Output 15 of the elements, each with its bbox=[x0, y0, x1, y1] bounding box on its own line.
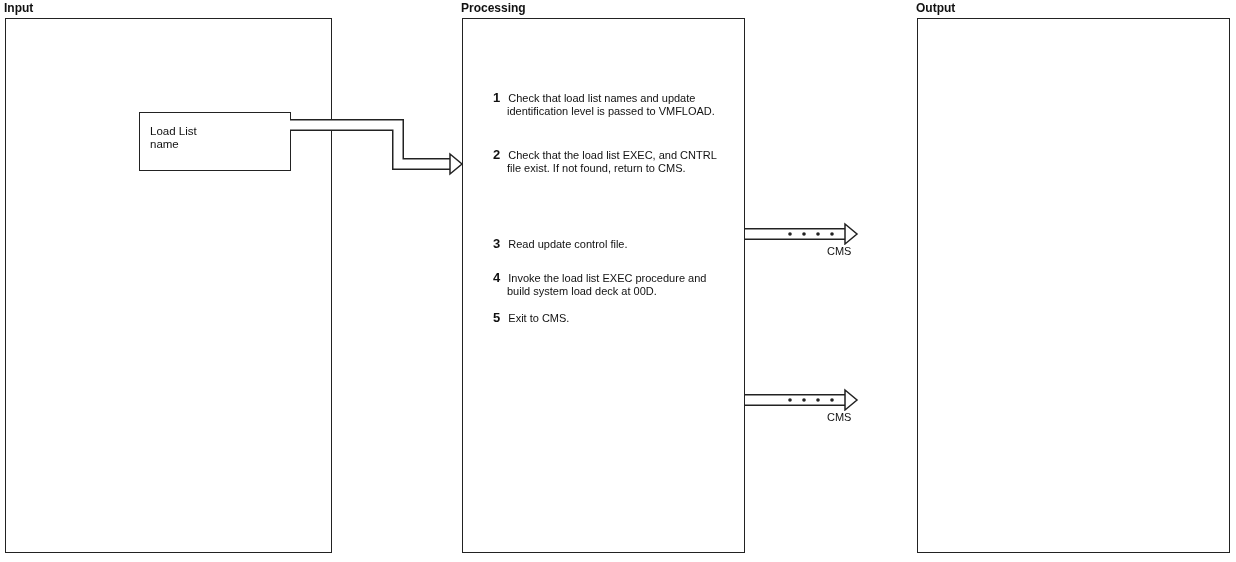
step-text: 3 Read update control file. bbox=[493, 237, 629, 251]
edge-label: CMS bbox=[826, 411, 853, 423]
input-box bbox=[139, 112, 291, 171]
panel-heading: Processing bbox=[461, 1, 526, 15]
panel-heading: Output bbox=[916, 1, 956, 15]
arrow bbox=[745, 388, 859, 412]
arrow bbox=[745, 222, 859, 246]
step-text: 4 Invoke the load list EXEC procedure and build system load deck at 00D. bbox=[493, 271, 708, 298]
box-text: Load List name bbox=[150, 125, 198, 151]
panel-heading: Input bbox=[4, 1, 34, 15]
edge-label: CMS bbox=[826, 245, 853, 257]
arrow bbox=[290, 119, 464, 176]
step-text: 1 Check that load list names and update identification level is passed to VMFLOAD. bbox=[493, 91, 716, 118]
step-text: 5 Exit to CMS. bbox=[493, 311, 571, 325]
step-text: 2 Check that the load list EXEC, and CNTRL file exist. If not found, return to CMS. bbox=[493, 148, 718, 175]
